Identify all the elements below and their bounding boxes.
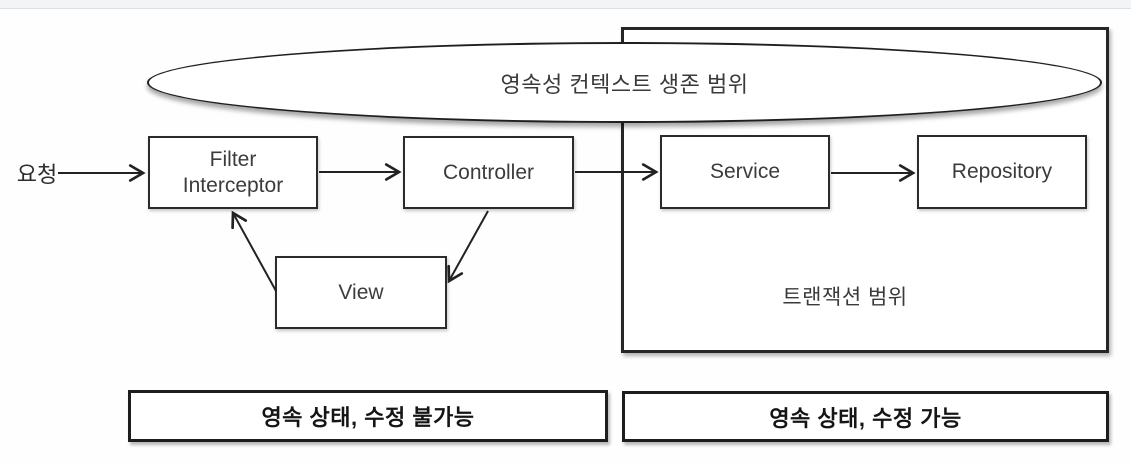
filter-interceptor-node: Filter Interceptor [148, 136, 318, 209]
top-edge-strip [0, 0, 1131, 9]
repository-node-label: Repository [951, 160, 1053, 184]
service-node-label: Service [709, 160, 781, 184]
filter-node-label-line1: Filter [209, 148, 257, 172]
view-node-label: View [338, 280, 384, 304]
persistent-state-immutable-box: 영속 상태, 수정 불가능 [128, 390, 608, 442]
persistent-state-mutable-label: 영속 상태, 수정 가능 [769, 405, 962, 431]
controller-node: Controller [403, 136, 574, 209]
arrow-view-to-filter [231, 210, 277, 292]
repository-node: Repository [917, 135, 1087, 209]
persistence-context-ellipse: 영속성 컨텍스트 생존 범위 [147, 42, 1102, 123]
persistent-state-mutable-box: 영속 상태, 수정 가능 [622, 391, 1109, 442]
controller-node-label: Controller [442, 160, 535, 184]
arrow-controller-to-view [447, 210, 489, 284]
view-node: View [275, 256, 447, 329]
transaction-scope-label: 트랜잭션 범위 [782, 286, 908, 309]
request-label: 요청 [16, 162, 58, 187]
persistent-state-immutable-label: 영속 상태, 수정 불가능 [261, 405, 475, 430]
filter-node-label-line2: Interceptor [182, 173, 284, 197]
persistence-context-label: 영속성 컨텍스트 생존 범위 [500, 71, 749, 97]
service-node: Service [660, 135, 830, 209]
